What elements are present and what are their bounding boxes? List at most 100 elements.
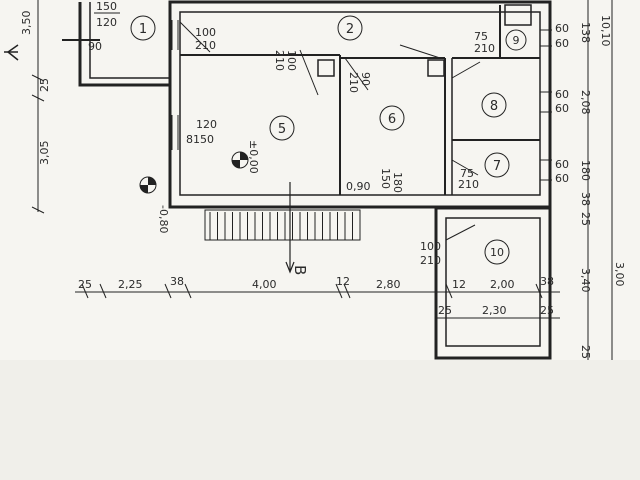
dim-label: 60	[555, 158, 569, 171]
room-marker-6: 6	[379, 105, 405, 131]
dim-label: 75	[460, 167, 474, 180]
dim-label: 60	[555, 22, 569, 35]
room-number: 8	[490, 99, 498, 114]
dim-label: 4,00	[252, 278, 277, 291]
room-number: 2	[346, 22, 354, 37]
dim-label: 210	[458, 178, 479, 191]
room-marker-1: 1	[130, 15, 156, 41]
door-3	[399, 44, 441, 59]
dim-label: 100	[420, 240, 441, 253]
dim-label: 138	[579, 22, 592, 43]
room-number: 1	[139, 22, 147, 37]
dim-label: 60	[555, 88, 569, 101]
dim-label: 210	[420, 254, 441, 267]
dim-label: 210	[474, 42, 495, 55]
level-marker-fill	[140, 177, 156, 193]
tick	[445, 283, 453, 299]
tick	[343, 283, 351, 299]
dim-label: 38	[540, 275, 554, 288]
tick	[99, 283, 107, 299]
wall-room1-inner	[89, 2, 170, 79]
walls	[78, 0, 552, 360]
door-2	[179, 21, 211, 53]
stair-treads	[209, 212, 353, 240]
dim-label: 60	[555, 102, 569, 115]
dim-label: 12	[452, 278, 466, 291]
room-marker-7: 7	[484, 152, 510, 178]
room-number: 6	[388, 112, 396, 127]
dim-label: 25	[540, 304, 554, 317]
paper-lower	[0, 360, 640, 480]
dim-label: 12	[336, 275, 350, 288]
room-markers: 1 2 5 6 7 8 9 10	[130, 15, 527, 265]
dim-label: 2,30	[482, 304, 507, 317]
dim-label: 60	[555, 172, 569, 185]
dim-label: 25	[579, 212, 592, 226]
room-marker-2: 2	[337, 15, 363, 41]
door-10	[445, 224, 476, 241]
dim-label: 2,00	[490, 278, 515, 291]
dim-label: 90	[359, 72, 372, 86]
room-number: 9	[513, 34, 520, 47]
dim-label: 25	[38, 78, 51, 92]
dim-label: 25	[78, 278, 92, 291]
wall-room10	[434, 206, 552, 360]
dim-label: 3,05	[38, 141, 51, 166]
right-dimension-chain: 10,10 138 2,08 180 38 25 3,40 25 3,00 60…	[555, 0, 626, 360]
level-marker-fill	[232, 152, 248, 168]
tick	[335, 283, 343, 299]
dim-label: 120	[196, 118, 217, 131]
opening-labels: 150 120 90 100 210 100 210 90 210 75 210…	[62, 0, 495, 275]
stairs-outline	[204, 209, 361, 241]
room-number: 5	[278, 122, 286, 137]
door-5	[299, 49, 319, 96]
dim-label: 38	[170, 275, 184, 288]
dim-label: 3,00	[613, 262, 626, 287]
inner-wall	[179, 11, 541, 196]
room-marker-10: 10	[484, 239, 510, 265]
tick	[184, 283, 192, 299]
dim-label: 210	[347, 72, 360, 93]
dim-label: 3,40	[579, 268, 592, 293]
dim-label: 180	[579, 160, 592, 181]
door-9	[451, 61, 481, 79]
room-number: 7	[493, 159, 501, 174]
door-7	[451, 159, 479, 176]
tick	[31, 206, 45, 214]
elevation-zero: ±0,00	[247, 140, 260, 174]
section-arrow	[285, 261, 295, 274]
room-marker-5: 5	[269, 115, 295, 141]
dim-label: 150	[96, 0, 117, 13]
wall-room10-inner	[445, 217, 541, 347]
elevation-markers: ±0,00 -0,80	[139, 140, 260, 233]
outer-wall	[168, 0, 552, 209]
dim-label: 2,25	[118, 278, 143, 291]
elevation-minus: -0,80	[157, 205, 170, 233]
dim-label: 25	[438, 304, 452, 317]
room-marker-9: 9	[505, 29, 527, 51]
dim-label: 120	[96, 16, 117, 29]
dim-label: 210	[273, 50, 286, 71]
wall-room1	[78, 2, 170, 87]
chimney-2	[427, 59, 445, 77]
dim-label: 2,80	[376, 278, 401, 291]
dim-label: 25	[579, 345, 592, 359]
chimney-1	[317, 59, 335, 77]
dim-label: 75	[474, 30, 488, 43]
tick	[535, 283, 543, 299]
tick	[31, 94, 45, 102]
tick	[31, 74, 45, 82]
bottom-dimension-chain: 25 2,25 38 4,00 12 2,80 12 2,00 38 25 2,…	[75, 275, 560, 319]
dim-label: 180	[391, 172, 404, 193]
doors	[179, 4, 532, 241]
section-mark: B	[291, 265, 309, 275]
room-number: 10	[490, 246, 504, 259]
tick	[81, 283, 89, 299]
fixture	[504, 4, 532, 26]
dim-label: 0,90	[346, 180, 371, 193]
dim-label: 38	[579, 192, 592, 206]
dim-label: 60	[555, 37, 569, 50]
windows	[171, 20, 552, 181]
dim-label: 90	[88, 40, 102, 53]
